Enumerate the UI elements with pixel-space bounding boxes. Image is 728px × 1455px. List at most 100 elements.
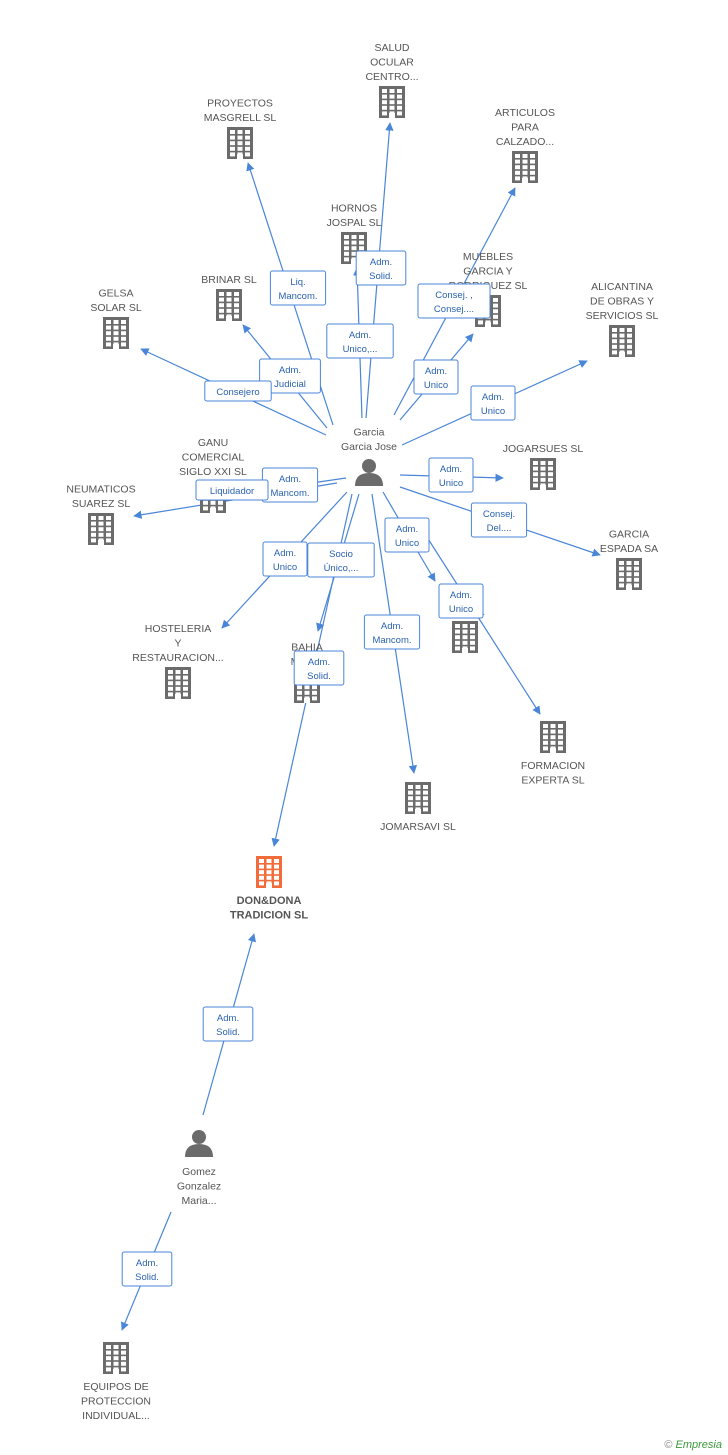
edge-label-text: Unico	[449, 604, 473, 615]
edge-label-garcia-hornos[interactable]: Adm.Unico,...	[326, 323, 394, 359]
edge-label-text: Adm.	[450, 590, 472, 601]
edge-label-garcia-hosteleria[interactable]: Adm.Unico	[262, 541, 308, 577]
edge-label-garcia-salud[interactable]: Adm.Solid.	[355, 250, 407, 286]
node-gomez[interactable]: GomezGonzalezMaria...	[177, 1130, 221, 1207]
building-icon	[165, 667, 191, 699]
edge-label-garcia-brinar[interactable]: Adm.Judicial	[259, 358, 321, 394]
edge-label-gomez-equipos[interactable]: Adm.Solid.	[121, 1251, 173, 1287]
node-hosteleria[interactable]: HOSTELERIAYRESTAURACION...	[132, 623, 224, 699]
building-icon	[103, 317, 129, 349]
node-jomarsavi[interactable]: JOMARSAVI SL	[380, 782, 456, 833]
node-label: PROYECTOS	[207, 98, 273, 110]
edge-label-text: Judicial	[274, 379, 306, 390]
edge-label-garcia-jogarsues[interactable]: Adm. Unico	[428, 457, 474, 493]
edge-label-text: Mancom.	[278, 291, 317, 302]
edge-label-text: Consej.	[483, 509, 515, 520]
node-label: BRINAR SL	[201, 274, 257, 286]
node-label: JOSPAL SL	[327, 217, 382, 229]
edge-label-garcia-fpin[interactable]: Adm.Unico	[384, 517, 430, 553]
edge-label-garcia-alicantina[interactable]: Adm.Unico	[470, 385, 516, 421]
node-label: EXPERTA SL	[521, 775, 584, 787]
node-label: GARCIA	[609, 529, 649, 541]
edge-label-text: Del....	[487, 523, 512, 534]
edge-label-garcia-formacion[interactable]: Adm. Unico	[438, 583, 484, 619]
edge-label-garcia-articulos[interactable]: Consej. ,Consej....	[417, 283, 491, 319]
copyright-symbol: ©	[664, 1439, 673, 1451]
node-articulos[interactable]: ARTICULOSPARACALZADO...	[495, 107, 555, 183]
edge-label-text: Unico	[439, 478, 463, 489]
edge-label-text: Adm.	[381, 621, 403, 632]
edge-label-garcia-proyectos[interactable]: Liq. Mancom.	[269, 270, 327, 306]
building-icon	[530, 458, 556, 490]
node-label: TRADICION SL	[230, 910, 309, 922]
node-label: Garcia Jose	[341, 441, 397, 453]
edge-label-garcia-muebles[interactable]: Adm.Unico	[413, 359, 459, 395]
node-label: ARTICULOS	[495, 107, 555, 119]
node-label: COMERCIAL	[182, 452, 245, 464]
building-icon	[227, 127, 253, 159]
edge-label-garcia-dondona[interactable]: Adm. Solid.	[293, 650, 345, 686]
node-label: RESTAURACION...	[132, 652, 223, 664]
building-icon	[256, 856, 282, 888]
node-proyectos[interactable]: PROYECTOS MASGRELL SL	[204, 98, 277, 160]
edge-label-text: Solid.	[216, 1027, 240, 1038]
edge-label-text: Liquidador	[210, 486, 254, 497]
edge-label-text: Adm.	[440, 464, 462, 475]
node-label: INDIVIDUAL...	[82, 1410, 150, 1422]
node-label: GANU	[198, 437, 228, 449]
brand-logo[interactable]: Empresia	[675, 1439, 722, 1451]
node-label: SOLAR SL	[90, 302, 142, 314]
edge-label-garcia-neumaticos[interactable]: Liquidador	[195, 479, 269, 501]
edge-labels-layer: Liq. Mancom. Adm. Solid. Consej. ,Consej....…	[121, 250, 528, 1287]
edge-label-garcia-gelsa[interactable]: Consejero	[204, 380, 272, 402]
node-salud[interactable]: SALUDOCULARCENTRO...	[365, 42, 419, 118]
node-label: HORNOS	[331, 203, 377, 215]
edge-label-garcia-garciaespada[interactable]: Consej. Del....	[470, 502, 528, 538]
node-label: MUEBLES	[463, 251, 513, 263]
edge-label-garcia-bahia[interactable]: SocioÚnico,...	[307, 542, 375, 578]
edge-label-text: Mancom.	[372, 635, 411, 646]
edge-label-gomez-dondona[interactable]: Adm. Solid.	[202, 1006, 254, 1042]
edge-label-text: Consejero	[216, 387, 259, 398]
edge-label-garcia-ganu[interactable]: Adm.Mancom.	[261, 467, 319, 503]
edge-label-text: Adm.	[279, 474, 301, 485]
edge-label-text: Consej....	[434, 304, 474, 315]
building-icon	[512, 151, 538, 183]
edge-label-text: Solid.	[307, 671, 331, 682]
edge-label-text: Adm.	[136, 1258, 158, 1269]
node-label: JOGARSUES SL	[503, 443, 584, 455]
credit: ©Empresia	[664, 1439, 722, 1451]
edge-label-text: Adm.	[274, 548, 296, 559]
node-label: MASGRELL SL	[204, 112, 277, 124]
edge-label-text: Adm.	[425, 366, 447, 377]
building-icon	[609, 325, 635, 357]
edge-label-text: Adm.	[308, 657, 330, 668]
person-icon	[355, 459, 383, 486]
building-icon	[379, 86, 405, 118]
edge-label-garcia-jomarsavi[interactable]: Adm. Mancom.	[363, 614, 421, 650]
node-label: DE OBRAS Y	[590, 296, 654, 308]
building-icon	[103, 1342, 129, 1374]
edge-label-text: Solid.	[369, 271, 393, 282]
edge-label-text: Adm.	[482, 392, 504, 403]
node-label: Gonzalez	[177, 1181, 221, 1193]
edge-label-text: Unico,...	[343, 344, 378, 355]
node-brinar[interactable]: BRINAR SL	[201, 274, 257, 321]
node-jogarsues[interactable]: JOGARSUES SL	[503, 443, 584, 490]
edge-label-text: Adm.	[217, 1013, 239, 1024]
node-equipos[interactable]: EQUIPOS DEPROTECCIONINDIVIDUAL...	[81, 1342, 151, 1422]
node-label: Gomez	[182, 1166, 216, 1178]
node-label: ALICANTINA	[591, 281, 653, 293]
edge-label-text: Socio	[329, 549, 353, 560]
edge-label-text: Liq.	[290, 277, 305, 288]
node-label: GARCIA Y	[463, 266, 512, 278]
